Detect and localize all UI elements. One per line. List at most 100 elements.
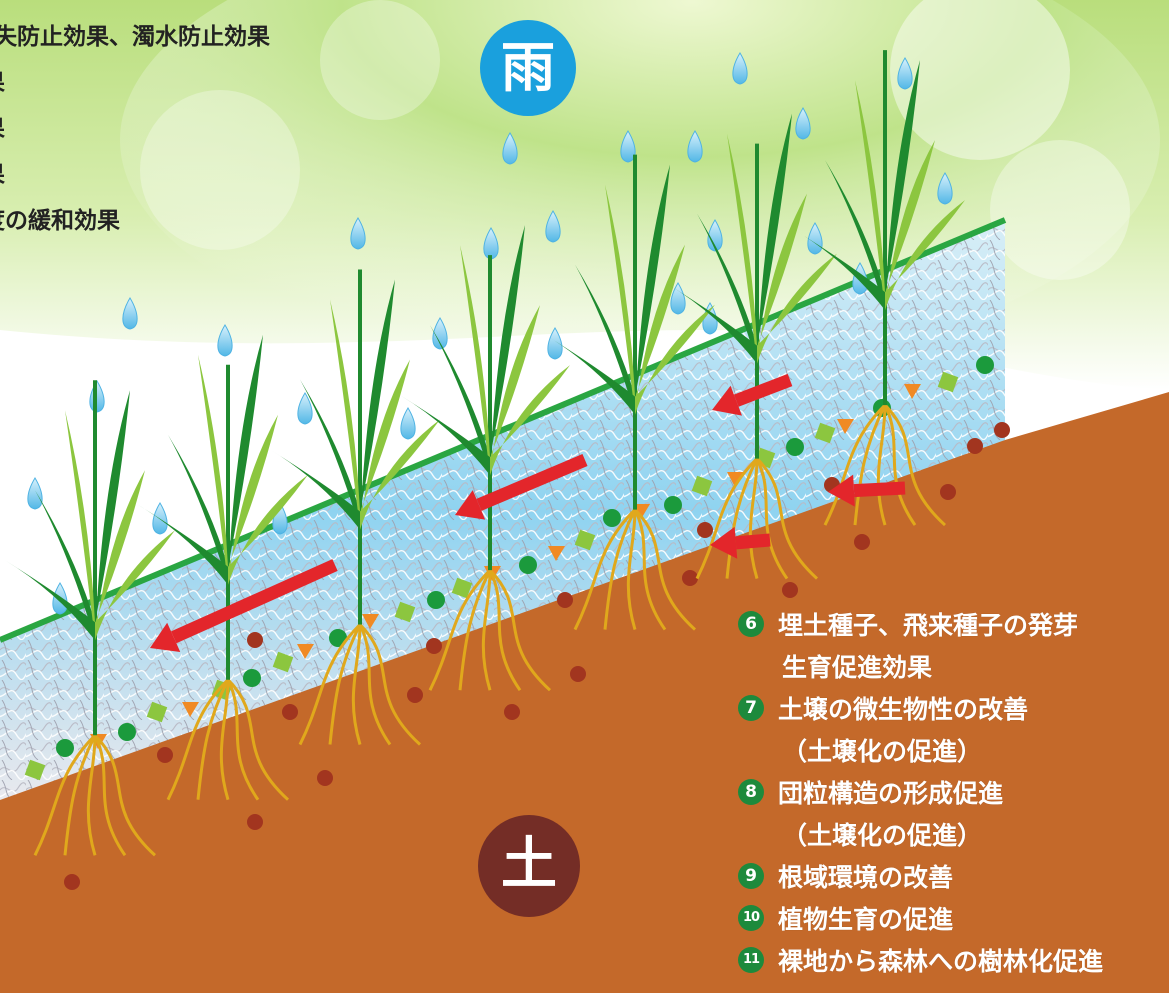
raindrop-icon [807,222,823,255]
soil-particle [407,687,423,703]
root-icon [328,623,362,745]
soil-badge: 土 [478,815,580,917]
soil-particle [994,422,1010,438]
leaf-icon [95,470,145,641]
effect-item: 失防止効果、濁水防止効果 [0,24,270,50]
seed-icon [146,701,168,723]
flow-arrow-icon [455,490,486,520]
flow-arrow-icon [476,454,588,511]
leaf-icon [228,334,263,585]
rain-badge: 雨 [480,20,576,116]
effect-text: （土壌化の促進） [782,737,983,766]
seed-icon [727,472,744,487]
raindrop-icon [400,407,416,440]
leaf-icon [635,244,685,415]
soil-particle [557,592,573,608]
raindrop-icon [432,317,448,350]
effect-text: 土壌の微生物性の改善 [778,695,1029,724]
root-icon [853,404,887,526]
raindrop-icon [670,282,686,315]
root-icon [351,624,362,745]
root-icon [695,457,759,580]
raindrop-icon [795,107,811,140]
flow-arrow-icon [828,474,855,507]
flow-arrow-icon [712,385,743,416]
raindrop-icon [620,130,636,163]
flow-arrow-icon [150,622,181,652]
seed-icon [976,356,994,374]
seed-icon [272,651,294,673]
root-icon [358,623,392,746]
raindrop-icon [547,327,563,360]
soil-particle [426,638,442,654]
root-icon [298,623,362,746]
number-badge: 8 [738,779,764,805]
leaf-icon [635,164,670,415]
soil-particle [317,770,333,786]
soil-particle [940,484,956,500]
raindrop-icon [502,132,518,165]
seed-icon [603,509,621,527]
seed-icon [633,504,650,519]
number-badge: 6 [738,611,764,637]
number-badge: 9 [738,863,764,889]
root-icon [748,458,759,580]
seed-icon [937,371,959,393]
seed-icon [56,739,74,757]
raindrop-icon [897,57,913,90]
effect-text: 生育促進効果 [782,653,933,682]
seed-icon [451,577,473,599]
root-icon [823,404,887,526]
soil-particle [157,747,173,763]
seeds [24,356,994,781]
seed-icon [574,529,596,551]
leaf-icon [490,225,525,476]
soil-particle [247,632,263,648]
leaf-icon [885,140,935,311]
flow-arrow-icon [710,526,738,559]
leaf-icon [95,390,130,641]
soil-particle [782,582,798,598]
raindrop-icon [350,217,366,250]
leaf-icon [885,60,920,311]
flow-arrow-icon [735,533,771,550]
effect-text: 根域環境の改善 [778,863,954,892]
seed-icon [297,644,314,659]
seed-icon [519,556,537,574]
seed-icon [664,496,682,514]
root-icon [86,735,97,856]
root-icon [226,679,260,801]
soil-particle [570,666,586,682]
effect-text: 埋土種子、飛来種子の発芽 [778,611,1079,640]
soil-particle [504,704,520,720]
leaf-icon [757,193,807,364]
seed-icon [427,591,445,609]
leaf-icon [228,414,278,585]
seed-icon [786,438,804,456]
root-icon [63,734,97,856]
seed-icon [394,601,416,623]
seed-icon [243,669,261,687]
effect-item: 果 [0,60,270,106]
flow-arrow-icon [733,373,793,407]
root-icon [33,734,97,856]
seed-icon [691,475,713,497]
root-icon [458,569,492,691]
effect-text: 植物生育の促進 [778,905,954,934]
root-icon [488,569,522,692]
leaf-icon [757,113,792,364]
leaf-icon [360,279,395,530]
root-icon [93,734,157,857]
effect-item: 果 [0,106,270,152]
raindrop-icon [152,502,168,535]
raindrop-icon [937,172,953,205]
seed-icon [182,702,199,717]
seed-icon [904,384,921,399]
grass-plants [5,50,965,736]
leaf-icon [490,305,540,476]
roots [33,404,947,857]
